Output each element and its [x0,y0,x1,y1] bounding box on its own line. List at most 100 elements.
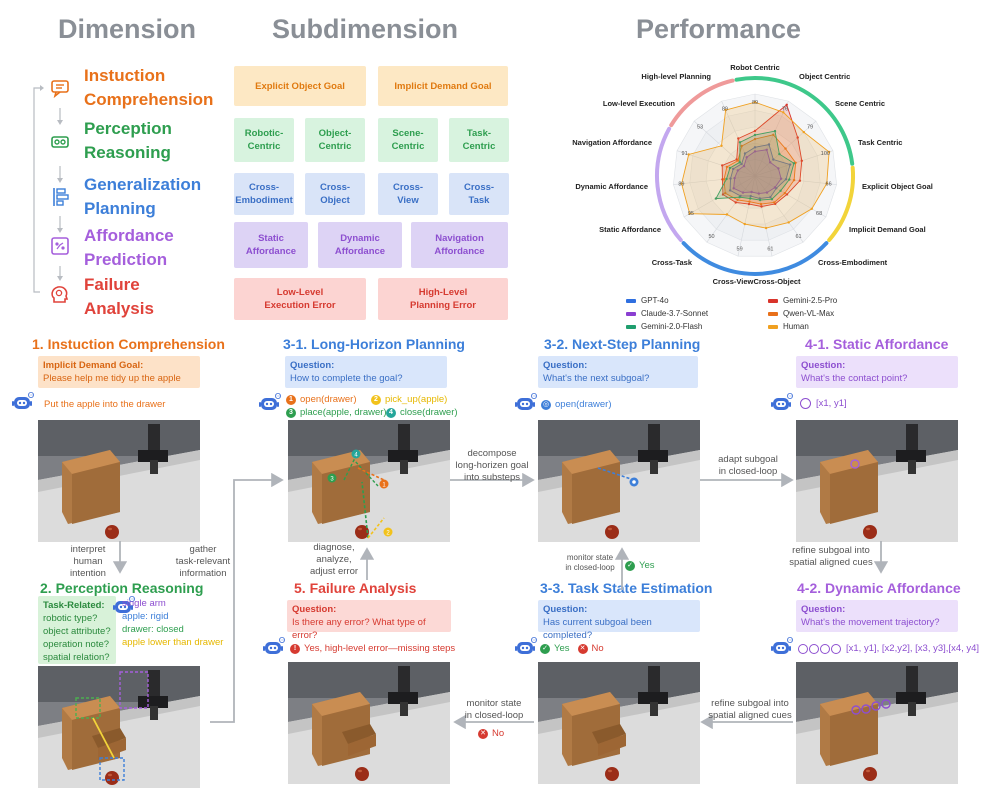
alert-icon: ! [290,643,300,654]
radar-series-qwen-vl-max [723,134,797,205]
radar-point [738,196,741,199]
legend-label: Qwen-VL-Max [783,309,835,318]
scene-photo-failure [288,662,450,784]
legend-swatch [626,311,636,316]
radar-tick-label: 95 [688,211,694,217]
radar-point [800,159,803,162]
section-title-failure: 5. Failure Analysis [294,580,417,596]
radar-point [798,179,802,182]
question-box-instruction: Implicit Demand Goal:Please help me tidy… [38,356,200,388]
answer-next-step: ◎open(drawer) [541,399,612,410]
radar-point [784,178,788,181]
radar-point [784,147,787,150]
radar-spoke-7 [754,175,804,243]
question-box-failure: Question:Is there any error? What type o… [287,600,451,641]
radar-spoke-12 [673,175,756,185]
radar-tick-label: 61 [795,234,801,240]
step-number-2-icon: 2 [371,394,381,405]
contact-point-icon [800,398,811,409]
radar-axis-label-1: Robot Centric [730,63,780,72]
step-number-1-icon: 1 [286,394,296,405]
radar-spoke-5 [754,175,837,185]
radar-point [742,164,746,168]
question-box-task-state: Question:Has current subgoal been comple… [538,600,700,641]
radar-point [748,200,751,203]
robot-avatar-icon [514,637,537,655]
legend-item-5: Gemini-2.0-Flash [626,322,702,331]
radar-group-arc-3 [827,165,856,242]
header-subdimension: Subdimension [272,14,459,44]
radar-group-arc-2 [734,75,855,166]
section-title-static-affordance: 4-1. Static Affordance [805,336,949,352]
radar-group-arc-1 [669,78,735,128]
radar-point [802,130,805,134]
radar-point [743,152,747,155]
radar-point [736,169,739,172]
radar-axis-label-5: Explicit Object Goal [862,182,933,191]
robot-avatar-icon [112,596,135,614]
radar-point [778,152,781,156]
section-title-next-step: 3-2. Next-Step Planning [544,336,701,352]
radar-point [732,187,735,190]
radar-point [810,207,813,210]
radar-tick-label: 59 [737,246,743,252]
robot-avatar-icon [514,393,537,411]
radar-axis-label-15: High-level Planning [641,72,711,81]
radar-axis-label-13: Navigation Affordance [572,138,652,147]
radar-point [788,163,792,166]
radar-point [785,103,788,106]
radar-point [758,198,762,202]
note-monitor-2: monitor state in closed-loop [464,698,524,721]
radar-tick-label: 100 [821,151,830,157]
legend-swatch [626,324,636,329]
answer-operation-note: drawer: closed [122,624,184,635]
radar-point [779,189,782,192]
subdimension-generalization-4: Cross- Task [449,173,509,215]
radar-point [788,178,791,181]
answer-static-affordance: [x1, y1] [800,397,847,410]
subdimension-perception-4: Task- Centric [449,118,509,162]
radar-group-arc-5 [655,126,683,242]
radar-axis-label-12: Dynamic Affordance [575,182,648,191]
radar-point [745,156,748,159]
legend-swatch [768,298,778,303]
radar-spoke-13 [676,150,756,177]
subdimension-affordance-2: Dynamic Affordance [318,222,402,268]
radar-axis-label-2: Object Centric [799,72,851,81]
radar-point [749,194,752,198]
radar-point [736,198,739,202]
robot-avatar-icon [258,393,281,411]
radar-point [796,136,799,139]
radar-group-arc-4 [681,241,829,276]
answer-task-state: ✓Yes ✕No [540,642,604,655]
radar-point [725,165,729,169]
radar-point [773,201,776,204]
radar-point [724,192,727,195]
radar-series-gpt-4o [729,143,791,199]
note-adapt: adapt subgoal in closed-loop [718,454,778,477]
section-title-instruction: 1. Instuction Comprehension [32,336,225,352]
radar-point [750,190,753,194]
section-title-dynamic-affordance: 4-2. Dynamic Affordance [797,580,961,596]
subdimension-generalization-1: Cross- Embodiment [234,173,294,215]
header-performance: Performance [636,14,802,44]
radar-point [741,191,745,194]
radar-point [773,186,777,189]
legend-item-1: GPT-4o [626,296,669,305]
scene-photo-task-state [538,662,700,784]
radar-series-gemini-2-0-flash [715,130,795,201]
legend-label: Gemini-2.0-Flash [641,322,703,331]
radar-point [764,226,768,230]
radar-series-gemini-2-5-pro [721,104,803,207]
radar-point [680,182,683,185]
radar-tick-label: 66 [826,182,832,188]
answer-spatial-relation: apple lower than drawer [122,637,224,648]
radar-point [792,178,796,182]
scene-photo-next-step [538,420,700,542]
radar-axis-label-9: Cross-View [712,277,754,286]
